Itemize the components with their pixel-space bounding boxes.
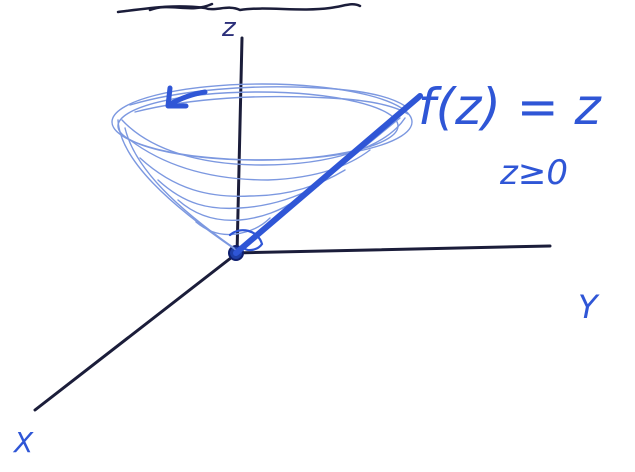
top-scribble	[116, 2, 362, 14]
z-axis	[235, 36, 244, 257]
condition-label: z≥0	[499, 153, 568, 193]
function-label: f(z) = z	[418, 78, 603, 136]
cone-surface	[111, 83, 413, 251]
axes	[33, 36, 552, 412]
x-axis	[33, 252, 238, 412]
angle-arc	[228, 229, 264, 252]
generator-line	[233, 93, 423, 256]
y-axis-label: Y	[578, 288, 600, 326]
rotation-arrow	[165, 85, 208, 109]
z-axis-label: z	[221, 13, 237, 43]
x-axis-label: X	[12, 426, 34, 459]
y-axis	[232, 244, 552, 255]
